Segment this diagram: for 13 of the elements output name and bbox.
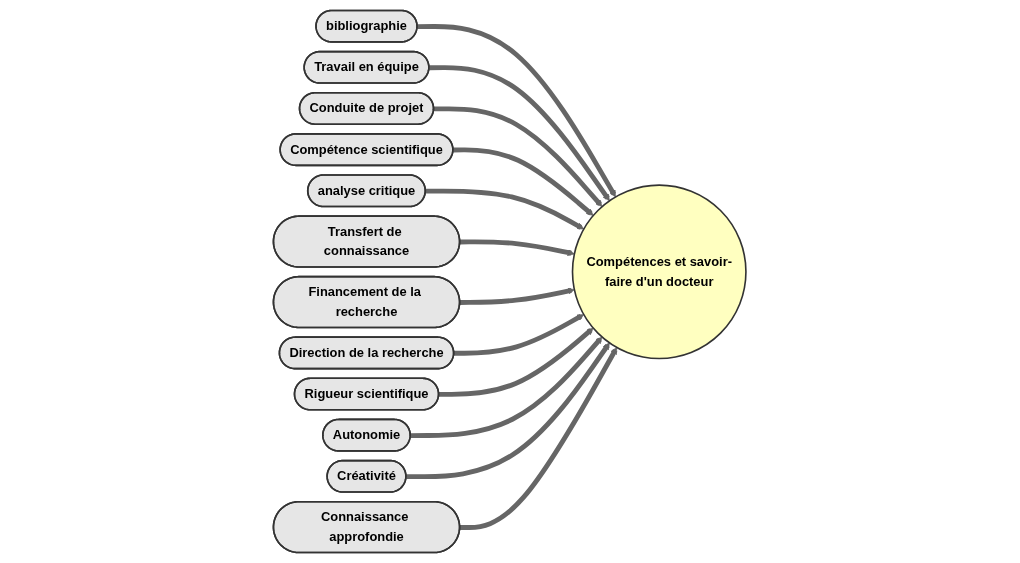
arrow xyxy=(429,65,611,202)
arrow xyxy=(406,342,611,480)
arrow xyxy=(410,336,603,438)
arrow xyxy=(439,327,594,397)
arrow xyxy=(460,287,575,305)
arrow xyxy=(434,106,603,207)
arrow xyxy=(453,147,594,216)
arrow xyxy=(417,24,617,198)
arrow xyxy=(460,347,618,530)
arrow xyxy=(460,239,575,257)
arrow xyxy=(425,188,585,230)
node-circle: Compétences et savoir-faire d'un docteur xyxy=(572,184,748,360)
arrow xyxy=(454,314,585,356)
